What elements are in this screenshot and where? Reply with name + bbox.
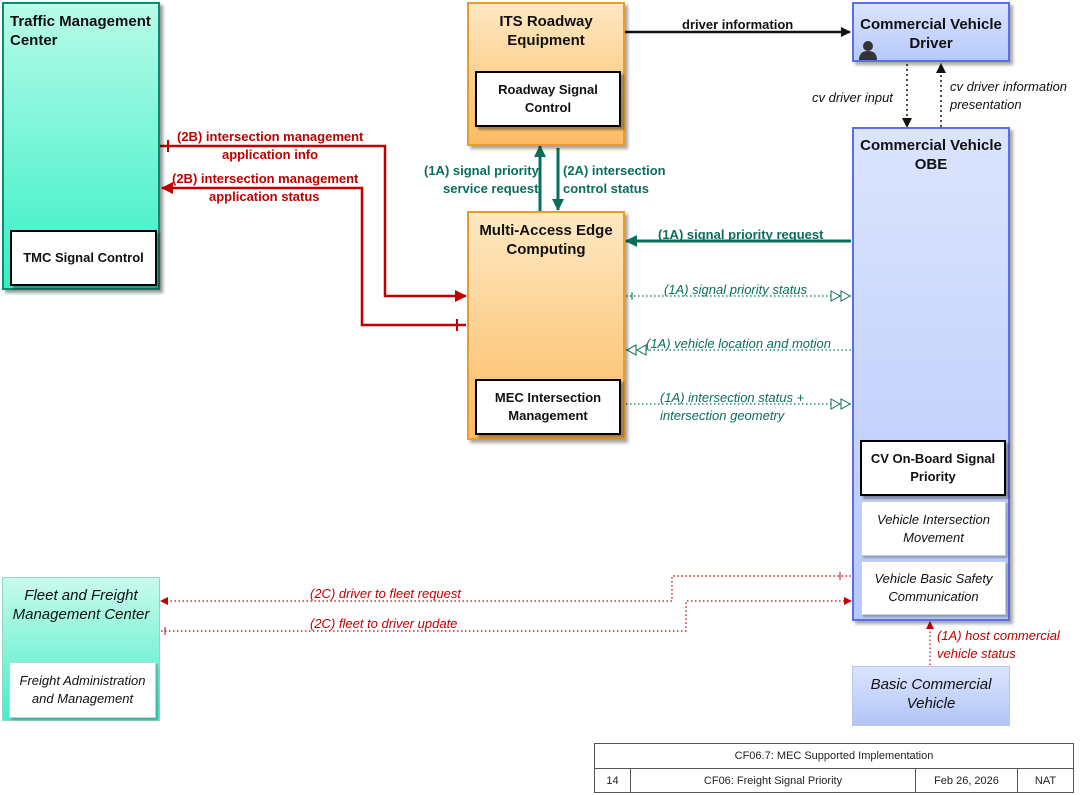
vehicle-intersection-movement[interactable]: Vehicle Intersection Movement	[861, 501, 1006, 556]
footer-name: CF06: Freight Signal Priority	[631, 769, 916, 793]
cv-on-board-signal-priority[interactable]: CV On-Board Signal Priority	[860, 440, 1006, 496]
freight-administration-management[interactable]: Freight Administration and Management	[9, 662, 156, 718]
node-commercial-vehicle-driver[interactable]: Commercial Vehicle Driver	[852, 2, 1010, 62]
mec-title: Multi-Access Edge Computing	[479, 222, 613, 258]
label-ic-status-2: control status	[563, 181, 649, 196]
node-commercial-vehicle-obe[interactable]: Commercial Vehicle OBE CV On-Board Signa…	[852, 127, 1010, 621]
flow-im-app-info	[160, 144, 467, 302]
mec-intersection-management[interactable]: MEC Intersection Management	[475, 379, 621, 435]
obe-title: Commercial Vehicle OBE	[860, 137, 1002, 173]
flow-im-app-status	[161, 182, 466, 327]
label-vehicle-location: (1A) vehicle location and motion	[646, 336, 831, 351]
roadway-signal-control[interactable]: Roadway Signal Control	[475, 71, 621, 127]
label-ic-status-1: (2A) intersection	[563, 163, 666, 178]
footer-table: CF06.7: MEC Supported Implementation 14 …	[594, 743, 1074, 793]
node-multi-access-edge-computing[interactable]: Multi-Access Edge Computing MEC Intersec…	[467, 211, 625, 440]
node-basic-commercial-vehicle[interactable]: Basic Commercial Vehicle	[852, 666, 1010, 726]
label-im-status-1: (2B) intersection management	[172, 171, 359, 186]
footer-scope: NAT	[1034, 775, 1057, 787]
bcv-title: Basic Commercial Vehicle	[870, 676, 992, 712]
fleet-title: Fleet and Freight Management Center	[12, 587, 150, 623]
label-int-status-2: intersection geometry	[660, 408, 785, 423]
flow-driver-to-fleet	[160, 575, 851, 605]
footer-title: CF06.7: MEC Supported Implementation	[595, 744, 1073, 769]
label-cv-driver-info-2: presentation	[950, 97, 1022, 112]
vehicle-basic-safety-communication[interactable]: Vehicle Basic Safety Communication	[861, 561, 1006, 615]
label-im-info-2: application info	[222, 147, 319, 162]
label-driver-information: driver information	[682, 17, 794, 32]
flow-fleet-to-driver	[161, 597, 852, 632]
label-im-status-2: application status	[209, 189, 320, 204]
node-its-roadway-equipment[interactable]: ITS Roadway Equipment Roadway Signal Con…	[467, 2, 625, 146]
footer-page: 14	[595, 769, 631, 793]
label-sp-service-2: service request	[443, 181, 539, 196]
its-title: ITS Roadway Equipment	[499, 13, 593, 49]
node-traffic-management-center[interactable]: Traffic Management Center TMC Signal Con…	[2, 2, 160, 290]
label-sp-status: (1A) signal priority status	[664, 282, 808, 297]
label-sp-service-1: (1A) signal priority	[424, 163, 539, 178]
footer-date: Feb 26, 2026	[916, 769, 1018, 793]
driver-title: Commercial Vehicle Driver	[860, 16, 1002, 52]
label-cv-driver-info-1: cv driver information	[950, 79, 1068, 94]
label-im-info-1: (2B) intersection management	[177, 129, 364, 144]
node-fleet-freight-management-center[interactable]: Fleet and Freight Management Center Frei…	[2, 577, 160, 721]
label-sp-request: (1A) signal priority request	[658, 227, 824, 242]
person-icon	[859, 41, 877, 60]
label-int-status-1: (1A) intersection status +	[660, 390, 805, 405]
label-driver-to-fleet: (2C) driver to fleet request	[310, 586, 462, 601]
tmc-title: Traffic Management Center	[10, 13, 151, 49]
label-host-2: vehicle status	[937, 646, 1016, 661]
label-fleet-to-driver: (2C) fleet to driver update	[310, 616, 458, 631]
label-host-1: (1A) host commercial	[937, 628, 1060, 643]
tmc-signal-control[interactable]: TMC Signal Control	[10, 230, 157, 286]
label-cv-driver-input: cv driver input	[812, 90, 893, 105]
